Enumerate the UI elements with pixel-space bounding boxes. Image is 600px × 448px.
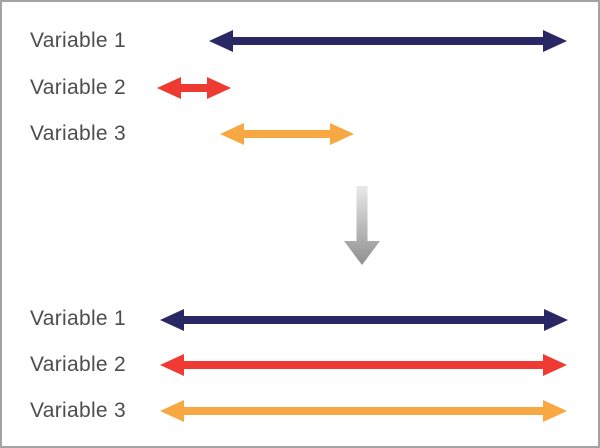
down-arrow-icon xyxy=(344,186,380,265)
variable-3-label: Variable 3 xyxy=(30,399,127,422)
variable-1-range-arrow xyxy=(160,309,568,331)
variable-2-label: Variable 2 xyxy=(30,353,127,376)
variable-2-range-arrow xyxy=(157,77,231,99)
variable-1-range-arrow xyxy=(209,30,567,52)
variable-1-label: Variable 1 xyxy=(30,307,127,330)
variable-3-range-arrow xyxy=(220,123,354,145)
variable-1-label: Variable 1 xyxy=(30,29,127,52)
variable-2-label: Variable 2 xyxy=(30,76,127,99)
variable-3-range-arrow xyxy=(160,400,567,422)
variable-2-range-arrow xyxy=(160,354,567,376)
variable-3-label: Variable 3 xyxy=(30,122,127,145)
